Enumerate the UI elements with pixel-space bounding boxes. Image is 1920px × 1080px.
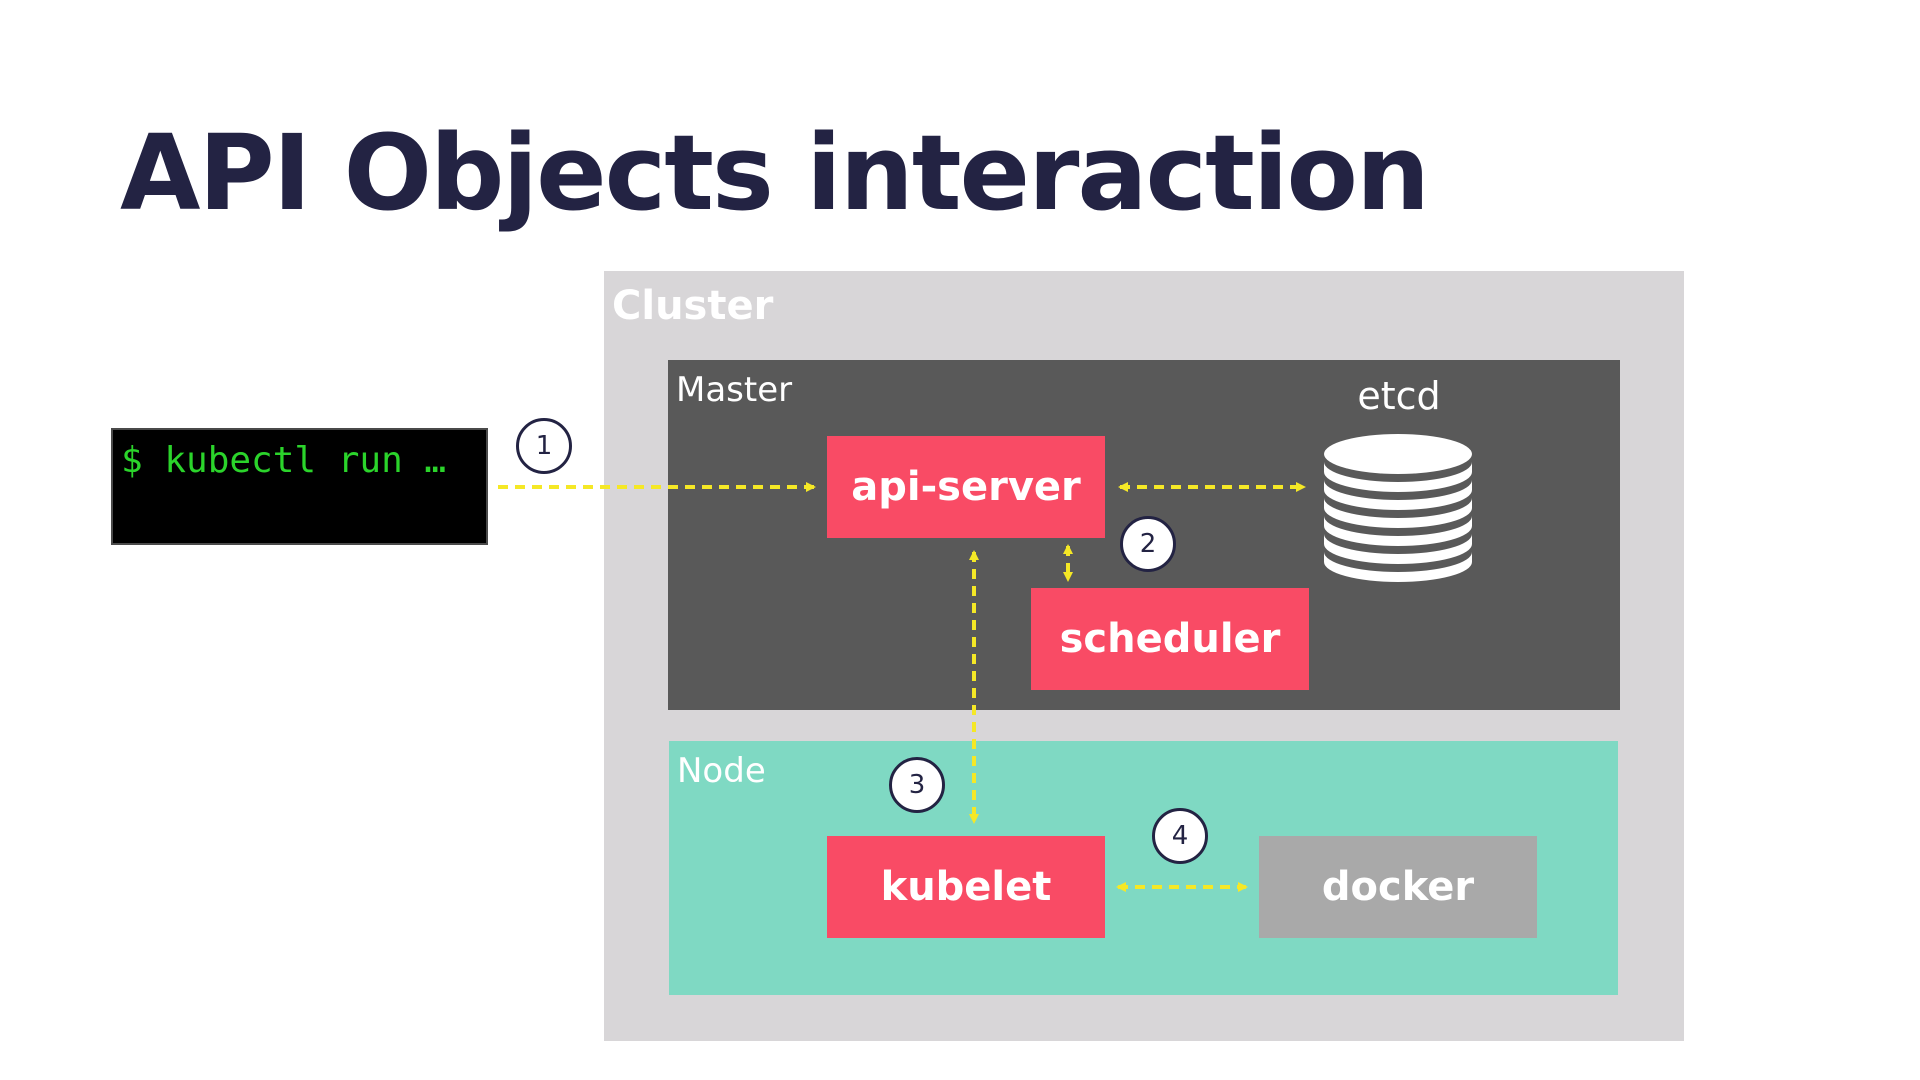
- terminal-window: $ kubectl run …: [111, 428, 488, 545]
- kubelet-box: kubelet: [827, 836, 1105, 938]
- step-4-badge: 4: [1152, 808, 1208, 864]
- docker-box: docker: [1259, 836, 1537, 938]
- step-3-badge: 3: [889, 757, 945, 813]
- etcd-label: etcd: [1357, 374, 1441, 418]
- master-label: Master: [676, 370, 793, 410]
- api-server-box: api-server: [827, 436, 1105, 538]
- step-2-badge: 2: [1120, 516, 1176, 572]
- slide-title: API Objects interaction: [120, 112, 1430, 234]
- step-1-badge: 1: [516, 418, 572, 474]
- scheduler-box: scheduler: [1031, 588, 1309, 690]
- database-stack-icon: [1324, 434, 1472, 582]
- node-label: Node: [677, 751, 766, 791]
- cluster-label: Cluster: [612, 283, 774, 329]
- terminal-command: $ kubectl run …: [121, 440, 447, 481]
